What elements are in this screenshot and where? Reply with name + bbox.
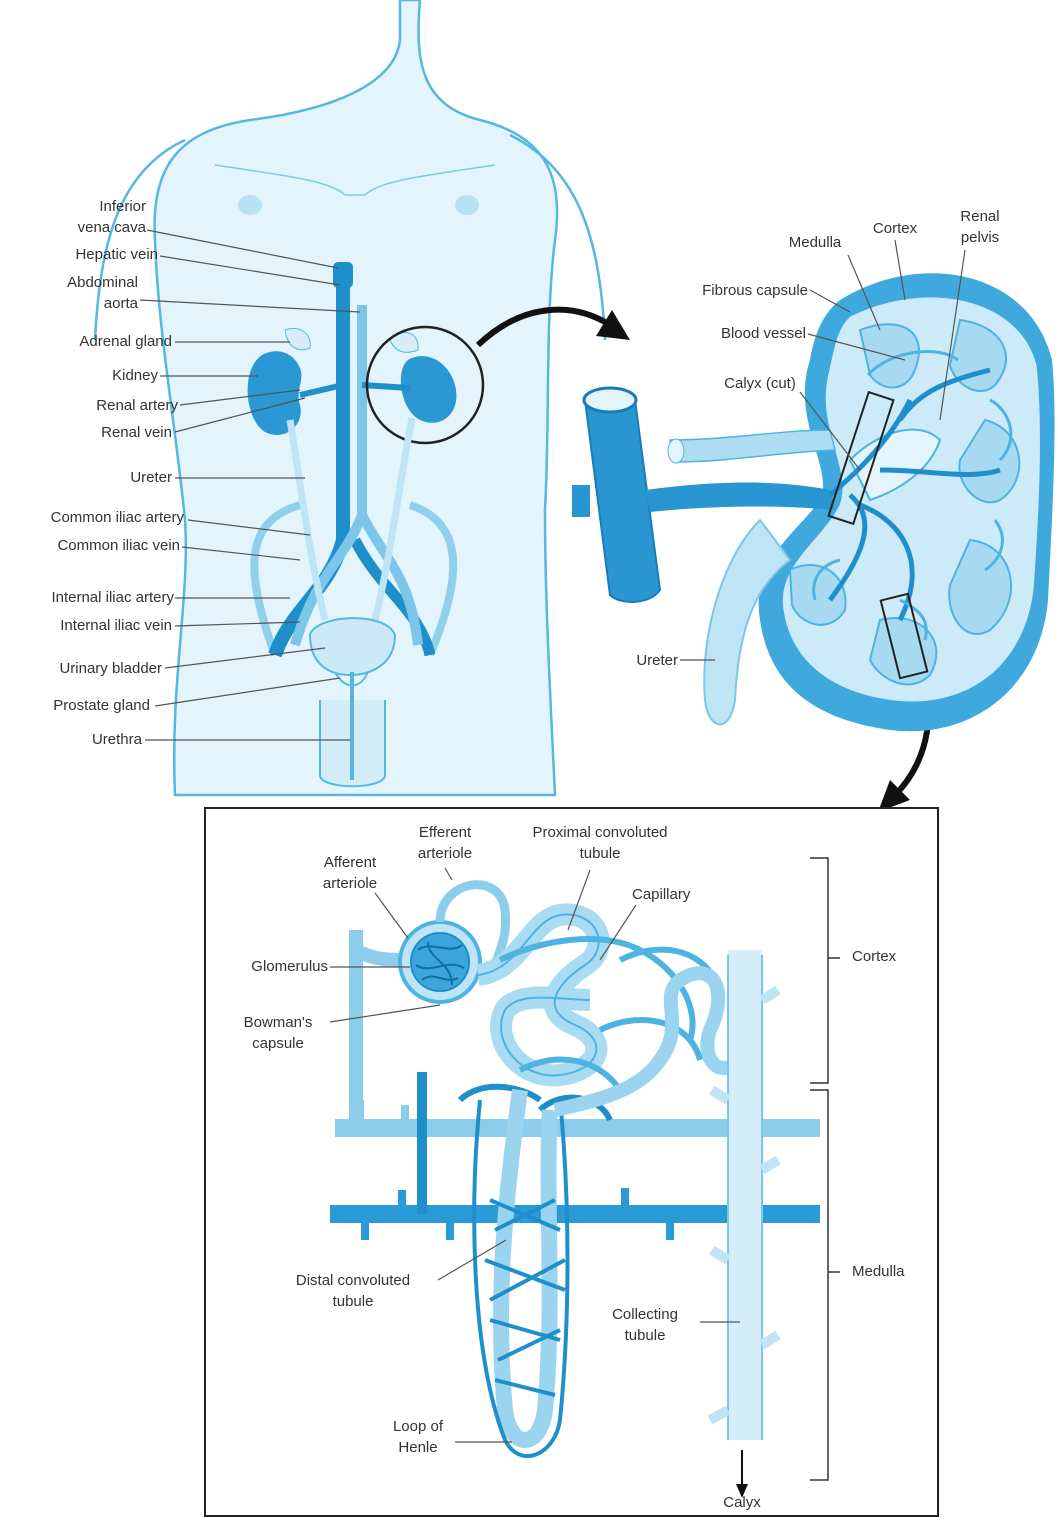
- nipple-left: [238, 195, 262, 215]
- label-kidney: Kidney: [20, 365, 158, 386]
- nephron-panel: [205, 808, 938, 1516]
- label-common-iliac-vein: Common iliac vein: [4, 535, 180, 556]
- label-calyx-cut: Calyx (cut): [705, 373, 815, 394]
- label-urethra: Urethra: [4, 729, 142, 750]
- label-renal-vein: Renal vein: [10, 422, 172, 443]
- label-inferior-vena-cava: Inferior vena cava: [40, 196, 146, 238]
- vein-stub: [572, 485, 590, 517]
- label-distal-convoluted-tubule: Distal convoluted tubule: [268, 1270, 438, 1312]
- label-loop-of-henle: Loop of Henle: [378, 1416, 458, 1458]
- label-hepatic-vein: Hepatic vein: [20, 244, 158, 265]
- label-calyx: Calyx: [706, 1492, 778, 1513]
- label-capillary: Capillary: [632, 884, 732, 905]
- renal-artery-opening: [668, 439, 684, 463]
- label-afferent-arteriole: Afferent arteriole: [300, 852, 400, 894]
- label-internal-iliac-vein: Internal iliac vein: [4, 615, 172, 636]
- label-glomerulus: Glomerulus: [210, 956, 328, 977]
- label-efferent-arteriole: Efferent arteriole: [400, 822, 490, 864]
- label-renal-pelvis: Renal pelvis: [940, 206, 1020, 248]
- label-nephron-medulla: Medulla: [852, 1261, 932, 1282]
- label-collecting-tubule: Collecting tubule: [595, 1304, 695, 1346]
- label-fibrous-capsule: Fibrous capsule: [640, 280, 808, 301]
- label-bowmans-capsule: Bowman's capsule: [228, 1012, 328, 1054]
- label-proximal-convoluted-tubule: Proximal convoluted tubule: [500, 822, 700, 864]
- label-nephron-cortex: Cortex: [852, 946, 932, 967]
- renal-artery-segment: [670, 430, 835, 462]
- label-prostate-gland: Prostate gland: [4, 695, 150, 716]
- label-kidney-ureter: Ureter: [600, 650, 678, 671]
- label-adrenal-gland: Adrenal gland: [10, 331, 172, 352]
- label-internal-iliac-artery: Internal iliac artery: [4, 587, 174, 608]
- label-ureter: Ureter: [20, 467, 172, 488]
- label-renal-artery: Renal artery: [10, 395, 178, 416]
- label-kidney-medulla: Medulla: [770, 232, 860, 253]
- label-blood-vessel: Blood vessel: [660, 323, 806, 344]
- vena-cava-opening: [584, 388, 636, 412]
- label-common-iliac-artery: Common iliac artery: [4, 507, 184, 528]
- label-kidney-cortex: Cortex: [855, 218, 935, 239]
- label-urinary-bladder: Urinary bladder: [4, 658, 162, 679]
- zoom-arrow-1-head: [596, 310, 630, 340]
- nipple-right: [455, 195, 479, 215]
- renal-vein-segment: [645, 483, 835, 513]
- label-abdominal-aorta: Abdominal aorta: [30, 272, 138, 314]
